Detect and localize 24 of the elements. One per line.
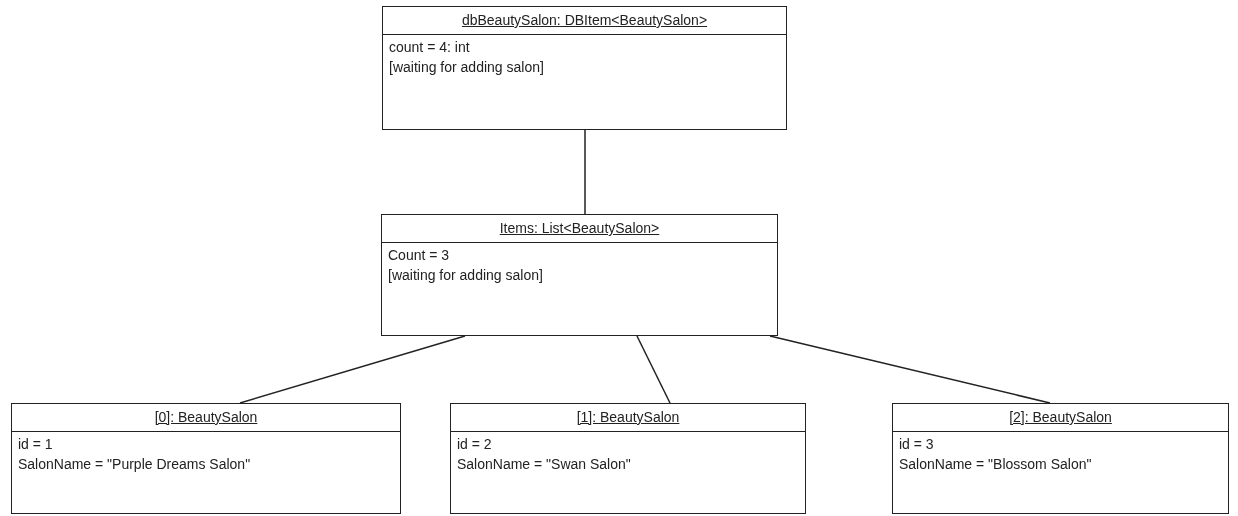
attribute-text: SalonName = "Swan Salon" — [457, 456, 631, 472]
attribute-text: [waiting for adding salon] — [388, 267, 543, 283]
object-box — [11, 403, 401, 514]
attribute-text: id = 1 — [18, 436, 53, 452]
object-title: [1]: BeautySalon — [576, 409, 680, 425]
attribute-text: SalonName = "Purple Dreams Salon" — [18, 456, 251, 472]
object-box — [892, 403, 1229, 514]
attribute-text: id = 3 — [899, 436, 934, 452]
connector-line — [584, 129, 586, 215]
object-box — [381, 214, 778, 336]
connector-line — [769, 335, 1051, 404]
attribute-text: [waiting for adding salon] — [389, 59, 544, 75]
object-box — [450, 403, 806, 514]
attribute-text: count = 4: int — [389, 39, 470, 55]
connector-line — [636, 335, 671, 404]
object-title: [2]: BeautySalon — [1009, 409, 1112, 425]
object-title: dbBeautySalon: DBItem<BeautySalon> — [461, 12, 708, 28]
attribute-text: id = 2 — [457, 436, 492, 452]
attribute-text: SalonName = "Blossom Salon" — [899, 456, 1092, 472]
object-box — [382, 6, 787, 130]
attribute-text: Count = 3 — [388, 247, 450, 263]
object-title: [0]: BeautySalon — [154, 409, 258, 425]
connector-line — [239, 335, 466, 404]
object-title: Items: List<BeautySalon> — [499, 220, 660, 236]
